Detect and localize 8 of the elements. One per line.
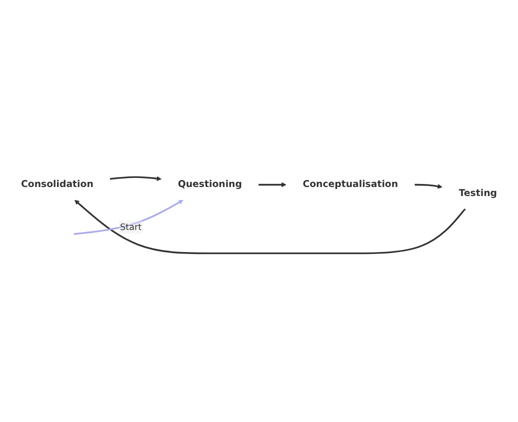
arrow bbox=[74, 199, 466, 254]
node-text: Testing bbox=[458, 187, 497, 198]
node-text: Conceptualisation bbox=[302, 178, 398, 190]
arrow bbox=[414, 184, 442, 188]
node-text: Consolidation bbox=[21, 178, 94, 190]
arrow bbox=[110, 176, 162, 181]
arrow bbox=[258, 182, 286, 187]
node-text: Questioning bbox=[178, 178, 242, 190]
